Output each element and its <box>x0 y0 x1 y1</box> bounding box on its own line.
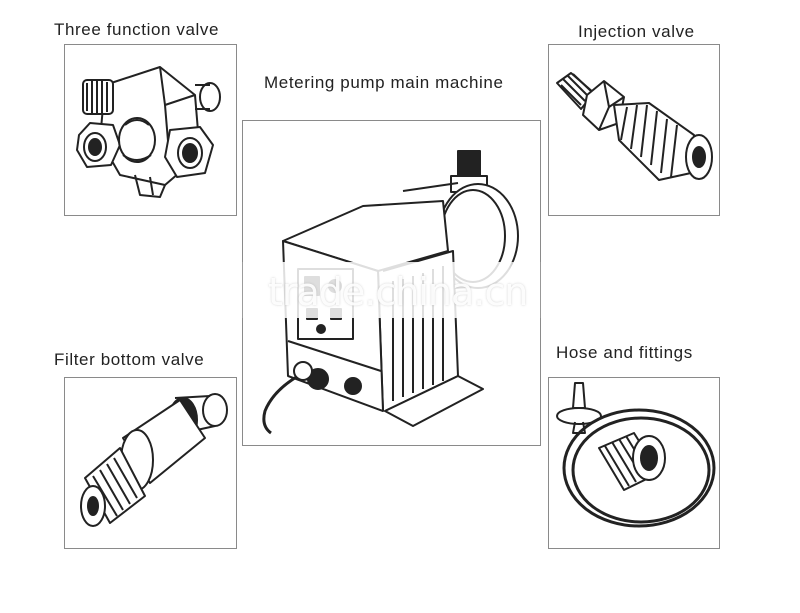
metering-pump-label: Metering pump main machine <box>264 73 504 92</box>
injection-valve-panel <box>548 44 720 216</box>
hose-and-fittings-label: Hose and fittings <box>556 343 693 362</box>
injection-valve-illustration <box>556 72 713 181</box>
watermark-band <box>236 262 546 318</box>
injection-valve-label: Injection valve <box>578 22 695 41</box>
hose-and-fittings-illustration <box>556 382 716 528</box>
three-function-valve-label: Three function valve <box>54 20 220 39</box>
filter-bottom-valve-illustration <box>80 393 228 527</box>
three-function-valve-panel <box>64 44 237 216</box>
hose-and-fittings-panel <box>548 377 720 549</box>
filter-bottom-valve-panel <box>64 377 237 549</box>
watermark-text: trade.china.cn <box>268 270 528 314</box>
filter-bottom-valve-label: Filter bottom valve <box>54 350 205 369</box>
three-function-valve-illustration <box>76 66 221 198</box>
